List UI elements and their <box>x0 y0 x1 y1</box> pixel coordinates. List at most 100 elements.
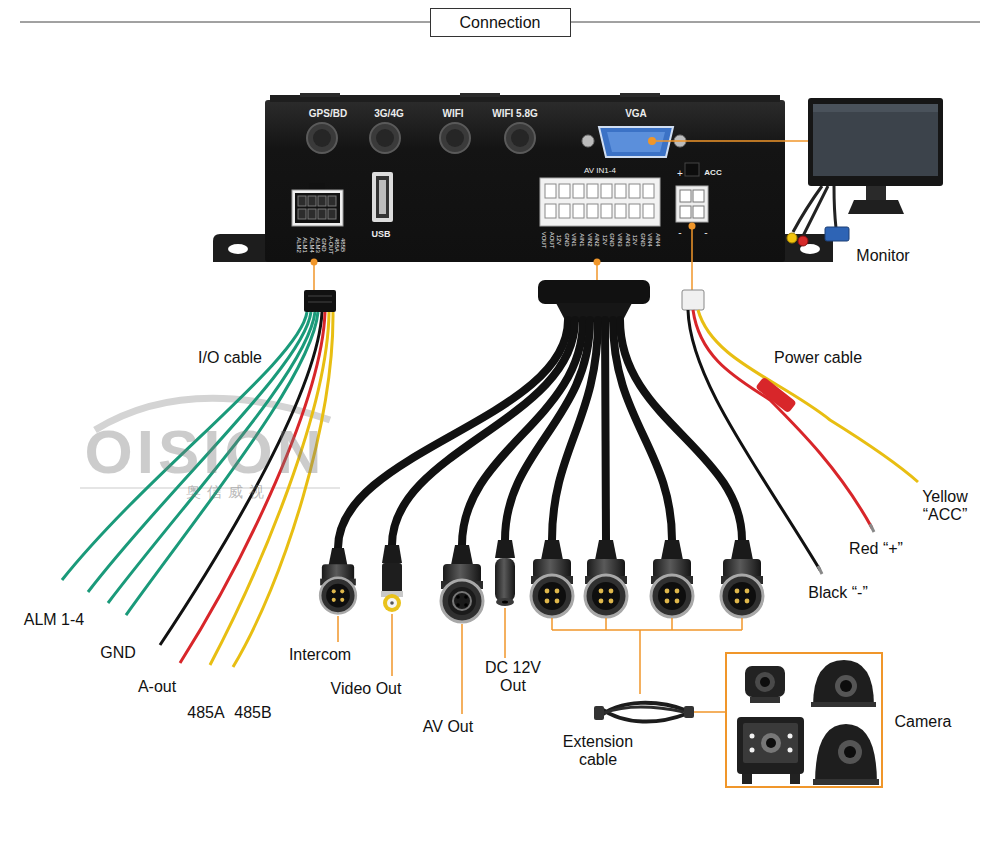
camera-illustration <box>742 773 752 784</box>
io-cable <box>62 312 307 580</box>
av-port <box>559 204 570 218</box>
io-port <box>328 209 336 219</box>
leader-line <box>605 618 607 630</box>
power-port <box>693 190 704 202</box>
usb-port <box>372 172 393 222</box>
panel-label: VGA <box>625 108 647 120</box>
rca-connector <box>381 545 403 612</box>
leader-line <box>671 618 673 630</box>
leader-line <box>461 624 463 714</box>
power-cable <box>693 310 872 528</box>
panel-label: + <box>677 168 683 180</box>
part-label: Red “+” <box>849 540 903 558</box>
monitor-illustration <box>834 186 836 228</box>
leader-line <box>552 629 742 631</box>
panel-label: 485B <box>340 238 347 252</box>
heat-fins <box>300 93 340 97</box>
av-harness <box>320 548 356 613</box>
camera-illustration <box>813 660 874 706</box>
av-port <box>545 204 556 218</box>
av-port <box>545 184 556 198</box>
av-port <box>615 184 626 198</box>
monitor-illustration <box>798 236 808 246</box>
leader-line <box>551 618 553 630</box>
panel-label: GND <box>321 238 328 251</box>
io-port <box>308 196 316 206</box>
rca-connector <box>383 594 401 612</box>
extension-cable <box>684 706 694 718</box>
mounting-flange <box>228 244 248 254</box>
av-harness <box>320 280 763 622</box>
camera-illustration <box>755 672 775 692</box>
panel-label: ACC <box>704 168 721 177</box>
mounting-flange <box>213 234 268 262</box>
panel-label: VIN2 <box>586 233 593 246</box>
dc-connector <box>495 540 515 606</box>
panel-label: GND <box>639 233 646 246</box>
av-harness <box>338 320 568 548</box>
title-rule <box>571 22 980 23</box>
av-harness <box>651 540 693 617</box>
av-harness <box>620 320 742 540</box>
io-cable <box>160 312 322 645</box>
av-port <box>601 184 612 198</box>
panel-label: 12V <box>601 235 608 246</box>
camera-illustration <box>790 773 800 784</box>
leader-line <box>311 223 696 291</box>
part-label: Monitor <box>856 247 909 265</box>
usb-port <box>379 180 386 214</box>
panel-label: ALM1 <box>302 237 309 253</box>
vga-port <box>607 132 665 152</box>
panel-label: AIN1 <box>579 233 586 246</box>
av-harness <box>605 320 606 540</box>
camera-illustration <box>761 733 781 753</box>
power-port <box>676 186 708 222</box>
leader-line <box>596 262 598 280</box>
panel-label: A-OUT <box>327 236 334 255</box>
part-label: 485B <box>234 704 271 722</box>
monitor-illustration <box>848 200 904 214</box>
av-port <box>540 178 660 226</box>
panel-label: ALM3 <box>314 237 321 253</box>
part-label: I/O cable <box>198 349 262 367</box>
dc-connector <box>495 558 515 602</box>
panel-label: AIN2 <box>594 233 601 246</box>
heat-fins <box>270 95 780 102</box>
vga-port <box>582 135 594 147</box>
io-cable <box>126 312 318 615</box>
part-label: Extension cable <box>553 733 643 770</box>
power-port <box>693 206 704 218</box>
power-cable <box>870 524 874 532</box>
extension-cable <box>594 703 694 722</box>
monitor-illustration <box>866 184 886 200</box>
monitor-illustration <box>803 186 828 236</box>
antenna-connector <box>313 129 331 147</box>
heat-fins <box>620 93 660 97</box>
av-port <box>601 204 612 218</box>
antenna-connector <box>446 129 464 147</box>
camera-illustration <box>766 738 776 748</box>
camera-illustration <box>750 748 755 753</box>
av-port <box>615 204 626 218</box>
leader-line <box>391 614 393 676</box>
io-cable <box>62 290 336 667</box>
power-port <box>676 163 708 222</box>
extension-cable <box>604 707 684 713</box>
io-cable <box>308 296 332 297</box>
part-label: ALM 1-4 <box>24 611 84 629</box>
camera-illustration <box>788 734 793 739</box>
av-harness <box>538 280 650 304</box>
camera-illustration <box>844 746 856 758</box>
av-port <box>643 204 654 218</box>
dc-connector <box>496 598 514 606</box>
panel-label: VIN3 <box>617 233 624 246</box>
io-port <box>292 190 343 226</box>
extension-cable <box>594 706 604 720</box>
panel-label: GPS/BD <box>309 108 347 120</box>
power-cable <box>755 377 797 414</box>
power-port <box>685 163 699 176</box>
panel-label: AIN3 <box>624 233 631 246</box>
panel-label: 3G/4G <box>374 108 403 120</box>
watermark: OISION <box>84 416 325 487</box>
